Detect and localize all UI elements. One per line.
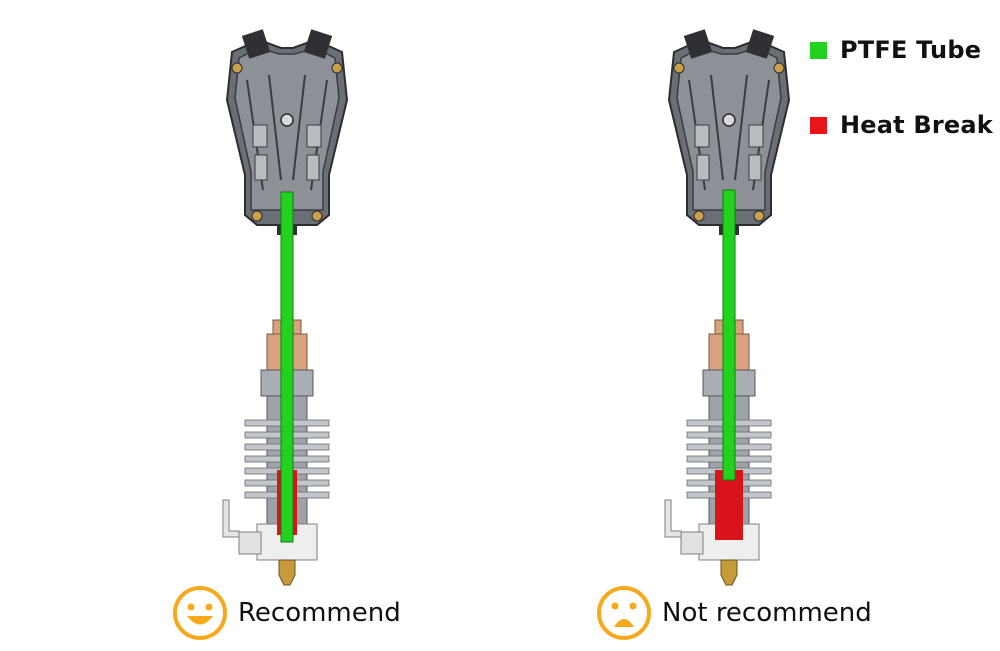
legend-swatch-ptfe (810, 41, 827, 59)
legend-ptfe-tube: PTFE Tube (810, 36, 981, 64)
hotend-left (222, 28, 348, 587)
caption-not-recommend-text: Not recommend (662, 598, 872, 628)
smile-emoji-icon (173, 586, 227, 640)
caption-recommend: Recommend (172, 585, 401, 641)
heat-break-right (715, 470, 743, 540)
ptfe-tube-right (722, 189, 736, 481)
legend-heat-break: Heat Break (810, 111, 993, 139)
ptfe-tube-left (280, 191, 294, 543)
hotend-right (664, 28, 790, 587)
legend-label-heat-break: Heat Break (840, 111, 993, 139)
caption-not-recommend: Not recommend (596, 585, 872, 641)
legend-label-ptfe: PTFE Tube (840, 36, 982, 64)
legend-swatch-heat-break (810, 116, 827, 134)
caption-recommend-text: Recommend (238, 598, 401, 628)
frown-emoji-icon (597, 586, 651, 640)
